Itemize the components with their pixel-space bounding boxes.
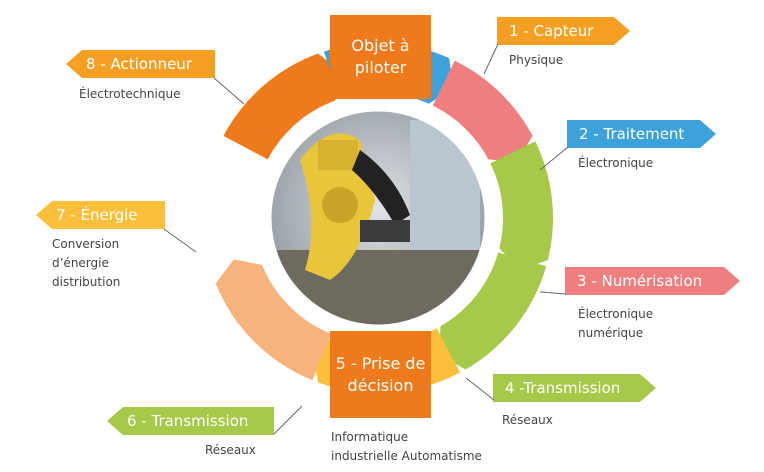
- step-4-transmission-tag: 4 -Transmission: [493, 374, 656, 402]
- step-2-sub-label: Électronique: [578, 156, 654, 170]
- ring-segment-transmission-left: [439, 252, 547, 370]
- decision-sub-label: Informatique industrielle Automatisme: [331, 430, 482, 463]
- step-7-energie-tag: 7 - Énergie: [36, 201, 165, 229]
- ring-segment-transmission-right: [490, 141, 553, 270]
- decision-box: 5 - Prise de décision: [330, 331, 431, 418]
- step-6-sub-label: Réseaux: [205, 443, 256, 457]
- step-6-transmission-tag: 6 - Transmission: [107, 407, 274, 435]
- step-2-traitement-tag: 2 - Traitement: [567, 120, 716, 148]
- object-to-control-box: Objet à piloter: [330, 15, 431, 99]
- step-8-sub-label: Électrotechnique: [79, 87, 181, 101]
- step-4-sub-label: Réseaux: [502, 413, 553, 427]
- step-3-sub-label: Électronique numérique: [578, 307, 654, 340]
- step-1-capteur-tag: 1 - Capteur: [497, 17, 630, 45]
- step-3-numerisation-tag: 3 - Numérisation: [565, 267, 740, 295]
- ring-segment-numerisation: [432, 60, 533, 162]
- ring-segment-actionneur: [215, 259, 332, 381]
- step-8-actionneur-tag: 8 - Actionneur: [66, 50, 215, 78]
- step-1-sub-label: Physique: [509, 53, 564, 67]
- ring-segment-capteur: [223, 53, 342, 160]
- step-7-sub-label: Conversion d’énergie distribution: [52, 237, 121, 289]
